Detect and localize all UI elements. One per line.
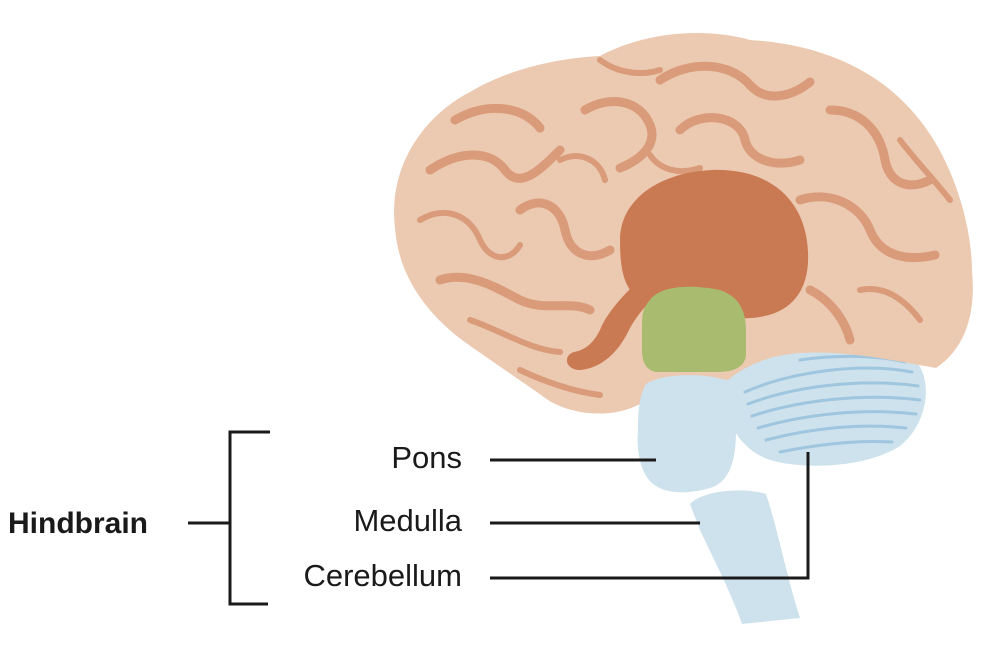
- medulla-label: Medulla: [353, 503, 462, 538]
- midbrain: [642, 286, 746, 372]
- pons-label: Pons: [391, 440, 462, 475]
- thalamus: [566, 169, 809, 370]
- hindbrain-label: Hindbrain: [8, 507, 148, 540]
- hindbrain-bracket: [188, 430, 270, 606]
- medulla: [690, 490, 800, 624]
- cerebellum: [720, 340, 926, 466]
- cerebellum-leader-line: [490, 452, 810, 580]
- pons: [637, 375, 740, 493]
- cerebellum-label: Cerebellum: [303, 558, 462, 593]
